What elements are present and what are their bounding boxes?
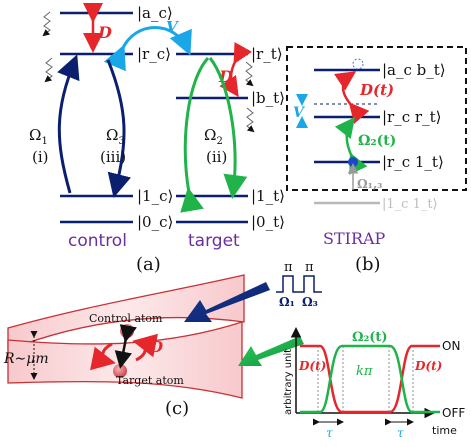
label-omega1-tag: (i) [32, 148, 49, 166]
inset-d-t-left: D(t) [298, 359, 326, 373]
ket-acbt: |a_c b_t⟩ [382, 61, 446, 79]
inset-tau-right: τ [397, 426, 404, 440]
caption-c: (c) [165, 398, 189, 419]
label-d-t: D(t) [359, 81, 394, 99]
label-stirap: STIRAP [323, 229, 386, 248]
label-omega13: Ω₁,₃ [357, 177, 382, 191]
inset-ylabel: arbitrary unit [283, 349, 294, 415]
label-control: control [68, 231, 127, 251]
ket-1-t: |1_t⟩ [251, 187, 285, 205]
panel-c: D Control atom Target atom R∼μm (c) π π … [3, 260, 465, 440]
ket-a-c: |a_c⟩ [137, 4, 173, 22]
d-t-arrow [333, 71, 370, 124]
inset-xlabel: time [432, 424, 457, 437]
inset-k-pi: kπ [356, 364, 373, 379]
laser-beam-upper [7, 274, 245, 351]
v-interaction-arrow [103, 26, 192, 72]
omega3-arrow [106, 59, 132, 198]
d-coupling-arrow-target [219, 42, 253, 98]
pulse-arrow-green [238, 336, 304, 366]
label-distance: R∼μm [3, 351, 49, 367]
ket-0-c: |0_c⟩ [137, 213, 173, 231]
interatomic-separation [114, 324, 137, 369]
label-omega2-tag: (ii) [206, 148, 227, 166]
label-target: target [188, 231, 240, 251]
ket-rc1t: |r_c 1_t⟩ [382, 153, 444, 171]
inset-tau-left: τ [326, 426, 333, 440]
label-pi1: π [284, 260, 293, 275]
label-pulse-omega3: Ω₃ [302, 295, 318, 309]
panel-b: |a_c b_t⟩ |r_c r_t⟩ |r_c 1_t⟩ |1_c 1_t⟩ … [286, 46, 467, 275]
panel-a: |a_c⟩ |r_c⟩ |1_c⟩ |0_c⟩ |r_t⟩ |b_t⟩ |1_t… [29, 3, 285, 275]
ket-1-c: |1_c⟩ [137, 187, 173, 205]
timing-inset: arbitrary unit time ON OFF D(t) D(t) Ω₂(… [283, 327, 465, 440]
caption-a: (a) [136, 254, 161, 275]
ket-b-t: |b_t⟩ [251, 89, 285, 107]
decay-wave-r-c [44, 57, 53, 83]
d-rotation-right [132, 333, 159, 362]
label-d-atoms: D [149, 338, 163, 356]
label-d-control: D [97, 23, 112, 42]
inset-omega2-t: Ω₂(t) [352, 330, 388, 345]
decay-wave-r-t [245, 61, 254, 87]
label-v-b: V [293, 105, 306, 121]
label-control-atom: Control atom [89, 312, 163, 325]
omega2-arrow-up [180, 56, 210, 213]
label-pulse-omega1: Ω₁ [279, 295, 295, 309]
d-t-curve [300, 344, 440, 414]
label-omega3: Ω3 [106, 126, 125, 147]
label-omega1: Ω1 [29, 126, 48, 147]
omega2-t-arrow [334, 117, 368, 175]
ket-rcrt: |r_c r_t⟩ [382, 108, 441, 126]
label-pi3: π [305, 260, 314, 275]
label-target-atom: Target atom [116, 374, 184, 387]
ket-0-t: |0_t⟩ [251, 213, 285, 231]
omega2-t-curve [300, 344, 440, 414]
population-ghost [352, 58, 364, 70]
decay-wave-b-t [246, 107, 255, 133]
inset-d-t-right: D(t) [414, 359, 442, 373]
caption-b: (b) [355, 254, 381, 275]
population-dot [348, 157, 358, 167]
label-v: V [166, 18, 179, 36]
ket-r-t: |r_t⟩ [251, 45, 283, 63]
omega1-arrow [57, 54, 80, 194]
omega2-arrow-down [208, 57, 248, 199]
d-rotation-left [89, 342, 116, 371]
stirap-box [286, 46, 467, 191]
label-omega2: Ω2 [204, 126, 223, 147]
inset-off: OFF [442, 406, 465, 420]
ket-r-c: |r_c⟩ [137, 45, 171, 63]
pulse-arrow-navy [184, 282, 270, 322]
inset-on: ON [442, 339, 460, 353]
decay-wave-a-c [42, 11, 51, 37]
ket-1c1t: |1_c 1_t⟩ [382, 197, 438, 212]
label-omega3-tag: (iii) [100, 148, 126, 166]
control-atom [120, 324, 134, 338]
pi-pulse-train [276, 275, 322, 293]
label-omega2-t: Ω₂(t) [358, 133, 396, 149]
